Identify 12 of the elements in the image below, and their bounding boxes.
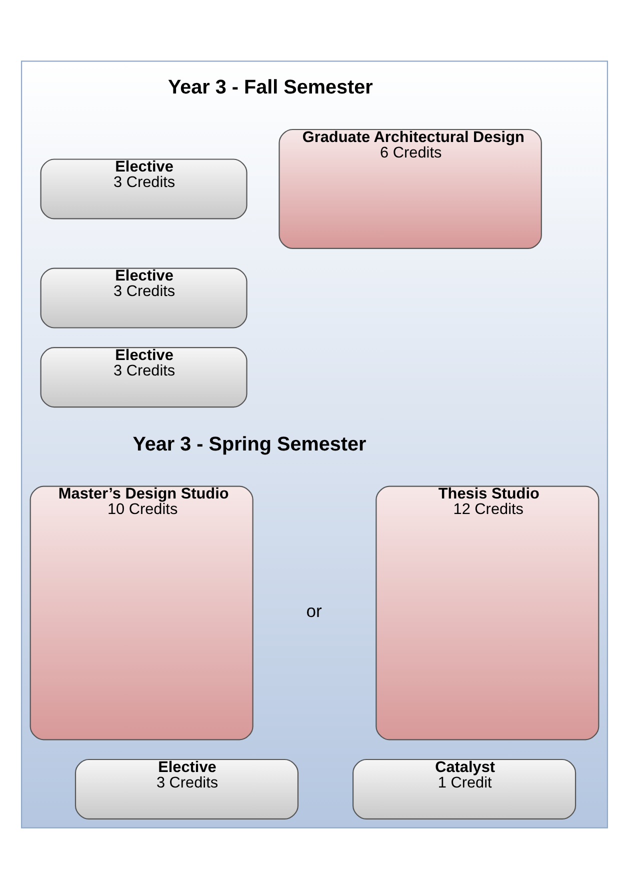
node-box: Elective 3 Credits bbox=[74, 758, 299, 820]
node-box: Elective 3 Credits bbox=[40, 158, 248, 219]
node-box: Graduate Architectural Design 6 Credits bbox=[278, 128, 542, 248]
node-box: Thesis Studio 12 Credits bbox=[376, 485, 600, 740]
node-box: Elective 3 Credits bbox=[40, 346, 248, 408]
node-box: Catalyst 1 Credit bbox=[352, 758, 576, 820]
label: or bbox=[306, 600, 322, 621]
node-box: Master’s Design Studio 10 Credits bbox=[30, 485, 254, 740]
cluster bbox=[20, 60, 608, 828]
node-box: Elective 3 Credits bbox=[40, 267, 248, 328]
label: Year 3 - Fall Semester bbox=[168, 76, 373, 98]
label: Year 3 - Spring Semester bbox=[132, 432, 366, 455]
